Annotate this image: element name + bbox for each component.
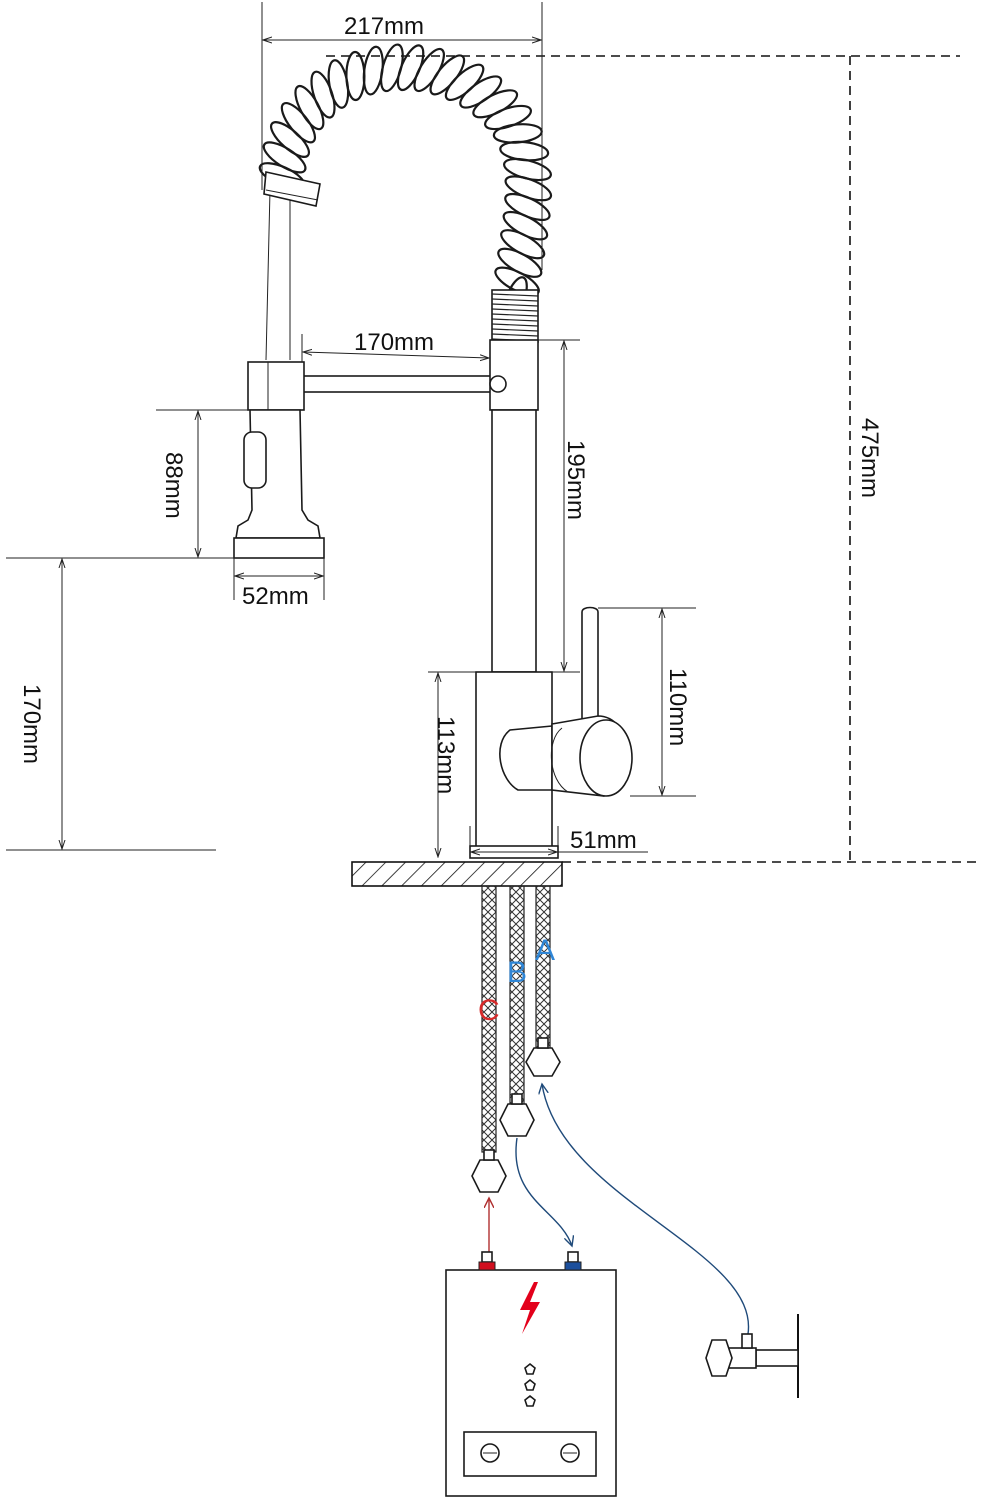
flow-arrows (489, 1084, 750, 1335)
dim-spray-head-width: 52mm (242, 583, 309, 610)
spray-holder-arm (247, 361, 501, 411)
dim-body-height: 113mm (432, 716, 459, 794)
thread-line (491, 323, 539, 327)
thread-line (491, 303, 539, 307)
thread-line (491, 293, 539, 297)
thread-line (491, 308, 539, 312)
dim-spout-reach: 217mm (344, 13, 424, 40)
angle-valve-icon (705, 1314, 799, 1398)
countertop (351, 861, 563, 887)
spring-coil (270, 121, 310, 158)
connection-label-c: C (478, 994, 500, 1027)
valve-to-faucet-arrow (542, 1084, 750, 1335)
total-height-frame (326, 55, 980, 863)
dim-spray-head-height: 88mm (160, 452, 187, 519)
spring-coil (413, 47, 445, 93)
dim-handle-to-body: 170mm (354, 329, 434, 356)
water-heater-icon (445, 1251, 617, 1497)
dimension-lines (6, 2, 696, 857)
mixer-handle (499, 606, 633, 797)
thread-line (491, 298, 539, 302)
lightning-icon (520, 1282, 540, 1334)
spray-head (233, 409, 325, 559)
thread-line (491, 318, 539, 322)
dim-base-diameter: 51mm (570, 827, 637, 854)
pull-down-hose (265, 189, 291, 361)
dim-upper-body: 195mm (562, 440, 589, 520)
spring-coil (500, 229, 546, 260)
connection-label-a: A (535, 934, 555, 967)
dim-lever-height: 110mm (664, 668, 691, 746)
connection-label-b: B (507, 956, 527, 989)
spring-coil (396, 44, 425, 92)
spring-coil (504, 192, 551, 222)
spring-coil (497, 247, 543, 278)
spring-coil (502, 210, 549, 241)
cold-to-heater-arrow (515, 1137, 572, 1246)
spring-coil (503, 157, 552, 182)
spring-coil (345, 50, 366, 102)
dim-spout-clearance: 170mm (18, 684, 45, 764)
thread-line (491, 328, 539, 332)
dim-total-height: 475mm (856, 418, 883, 498)
spray-nozzle-top (263, 171, 321, 207)
spring-spout (258, 43, 553, 343)
thread-line (491, 313, 539, 317)
thread-line (491, 333, 539, 337)
spring-coil (504, 175, 553, 202)
supply-hoses (471, 885, 561, 1193)
